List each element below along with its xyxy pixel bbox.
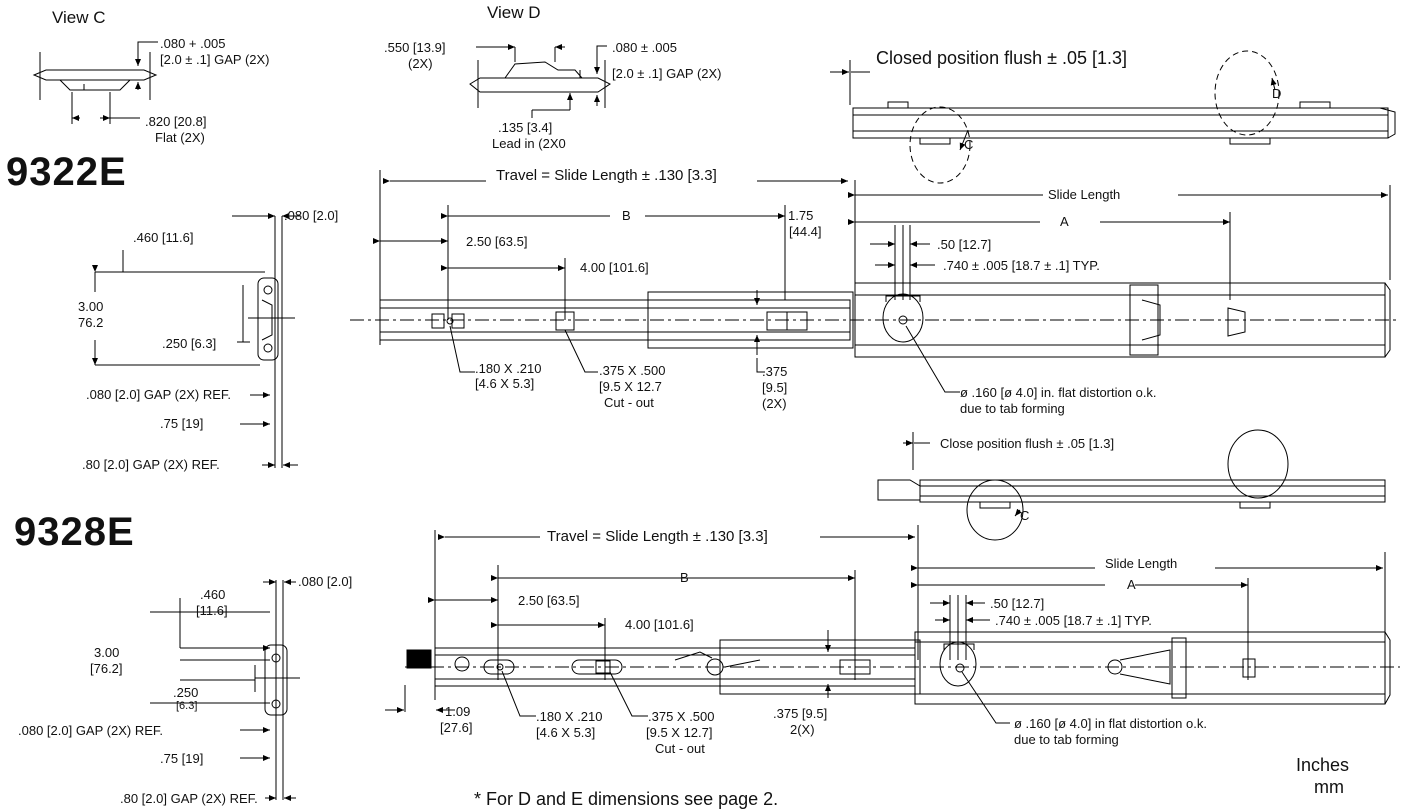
m9328-hole1-l1: .180 X .210: [536, 709, 603, 724]
m9328-closed-flush: Close position flush ± .05 [1.3]: [940, 436, 1115, 451]
m9322-dia-l1: ø .160 [ø 4.0] in. flat distortion o.k.: [960, 385, 1157, 400]
m9328-side-300-l2: [76.2]: [90, 661, 123, 676]
m9322-side-300-l1: 3.00: [78, 299, 104, 314]
m9322-callout-c: C: [964, 137, 974, 152]
m9322-hole1-l2: [4.6 X 5.3]: [475, 376, 535, 391]
m9322-dim-50: .50 [12.7]: [937, 237, 992, 252]
slide-9322e-extended: [350, 170, 1400, 393]
view-c-gap-line2: [2.0 ± .1] GAP (2X): [160, 52, 270, 67]
m9328-dim-109-l2: [27.6]: [440, 720, 473, 735]
m9322-side-250: .250 [6.3]: [162, 336, 217, 351]
m9328-hole1-l2: [4.6 X 5.3]: [536, 725, 596, 740]
units-inches: Inches: [1296, 755, 1350, 775]
m9328-dia-l2: due to tab forming: [1014, 732, 1119, 747]
m9328-side-75: .75 [19]: [160, 751, 204, 766]
m9322-dim-375-l2: [9.5]: [762, 380, 788, 395]
m9328-dim-b: B: [680, 570, 689, 585]
m9328-side-gap2: .80 [2.0] GAP (2X) REF.: [120, 791, 258, 806]
m9322-dim-175-l2: [44.4]: [789, 224, 822, 239]
m9328-dim-109-l1: 1.09: [445, 704, 471, 719]
m9328-travel: Travel = Slide Length ± .130 [3.3]: [547, 528, 768, 545]
m9328-side-gap1: .080 [2.0] GAP (2X) REF.: [18, 723, 163, 738]
m9322-travel: Travel = Slide Length ± .130 [3.3]: [496, 167, 717, 184]
m9328-side-300-l1: 3.00: [94, 645, 120, 660]
m9328-dim-375-l2: 2(X): [790, 722, 815, 737]
slide-9328e-extended: [385, 525, 1400, 724]
m9322-slide-length: Slide Length: [1048, 187, 1121, 202]
m9322-side-gap1: .080 [2.0] GAP (2X) REF.: [86, 387, 231, 402]
view-c-flat-line2: Flat (2X): [155, 130, 205, 145]
m9322-side-080: .080 [2.0]: [284, 208, 339, 223]
m9322-dim-a: A: [1060, 214, 1069, 229]
units-mm: mm: [1314, 777, 1344, 797]
m9322-closed-flush: Closed position flush ± .05 [1.3]: [876, 48, 1128, 68]
view-d-gap-line1: .080 ± .005: [612, 40, 677, 55]
m9328-side-250-l2: [6.3]: [176, 700, 198, 712]
m9328-hole2-l2: [9.5 X 12.7]: [646, 725, 713, 740]
m9328-hole2-l1: .375 X .500: [648, 709, 715, 724]
m9328-dim-a: A: [1127, 577, 1136, 592]
m9328-dim-50: .50 [12.7]: [990, 596, 1045, 611]
m9322-dim-b: B: [622, 208, 631, 223]
view-c-detail: [32, 41, 158, 124]
m9322-dim-250: 2.50 [63.5]: [466, 234, 528, 249]
m9322-dim-375-l3: (2X): [762, 396, 787, 411]
view-d-detail: [469, 44, 611, 118]
side-profile-9328e: [150, 579, 300, 801]
view-c-title: View C: [52, 8, 106, 27]
m9322-hole1-l1: .180 X .210: [475, 361, 542, 376]
view-d-dim-line1: .550 [13.9]: [384, 40, 446, 55]
m9328-side-080: .080 [2.0]: [298, 574, 353, 589]
m9322-side-460: .460 [11.6]: [133, 230, 194, 245]
m9328-dia-l1: ø .160 [ø 4.0] in flat distortion o.k.: [1014, 716, 1207, 731]
slide-9328e-closed: [877, 429, 1386, 541]
m9322-dia-l2: due to tab forming: [960, 401, 1065, 416]
m9322-dim-400: 4.00 [101.6]: [580, 260, 649, 275]
m9322-hole2-l2: [9.5 X 12.7: [599, 379, 662, 394]
m9328-dim-740: .740 ± .005 [18.7 ± .1] TYP.: [995, 613, 1152, 628]
m9322-dim-740: .740 ± .005 [18.7 ± .1] TYP.: [943, 258, 1100, 273]
m9322-callout-d: D: [1272, 86, 1282, 101]
m9328-dim-375-l1: .375 [9.5]: [773, 706, 828, 721]
m9322-dim-175-l1: 1.75: [788, 208, 814, 223]
footer-note: * For D and E dimensions see page 2.: [474, 789, 779, 809]
m9328-dim-400: 4.00 [101.6]: [625, 617, 694, 632]
view-d-title: View D: [487, 3, 541, 22]
view-d-dim-line2: (2X): [408, 56, 433, 71]
side-profile-9322e: [92, 213, 300, 468]
m9328-callout-c: C: [1020, 508, 1030, 523]
view-c-gap-line1: .080 + .005: [160, 36, 226, 51]
view-d-gap-line2: [2.0 ± .1] GAP (2X): [612, 66, 722, 81]
m9328-side-460-l2: [11.6]: [196, 603, 228, 618]
m9322-side-75: .75 [19]: [160, 416, 204, 431]
m9328-slide-length: Slide Length: [1105, 556, 1178, 571]
slide-9322e-closed: [830, 50, 1396, 184]
m9328-hole2-l3: Cut - out: [655, 741, 705, 756]
m9322-hole2-l3: Cut - out: [604, 395, 654, 410]
view-c-flat-line1: .820 [20.8]: [145, 114, 207, 129]
m9322-hole2-l1: .375 X .500: [599, 363, 666, 378]
view-d-lead-line2: Lead in (2X0: [492, 136, 566, 151]
m9328-dim-250: 2.50 [63.5]: [518, 593, 580, 608]
model-9328e-title: 9328E: [14, 510, 135, 554]
m9328-side-460-l1: .460: [200, 587, 226, 602]
m9328-side-250-l1: .250: [173, 685, 199, 700]
m9322-side-300-l2: 76.2: [78, 315, 104, 330]
m9322-side-gap2: .80 [2.0] GAP (2X) REF.: [82, 457, 220, 472]
model-9322e-title: 9322E: [6, 150, 127, 194]
view-d-lead-line1: .135 [3.4]: [498, 120, 553, 135]
m9322-dim-375-l1: .375: [762, 364, 788, 379]
